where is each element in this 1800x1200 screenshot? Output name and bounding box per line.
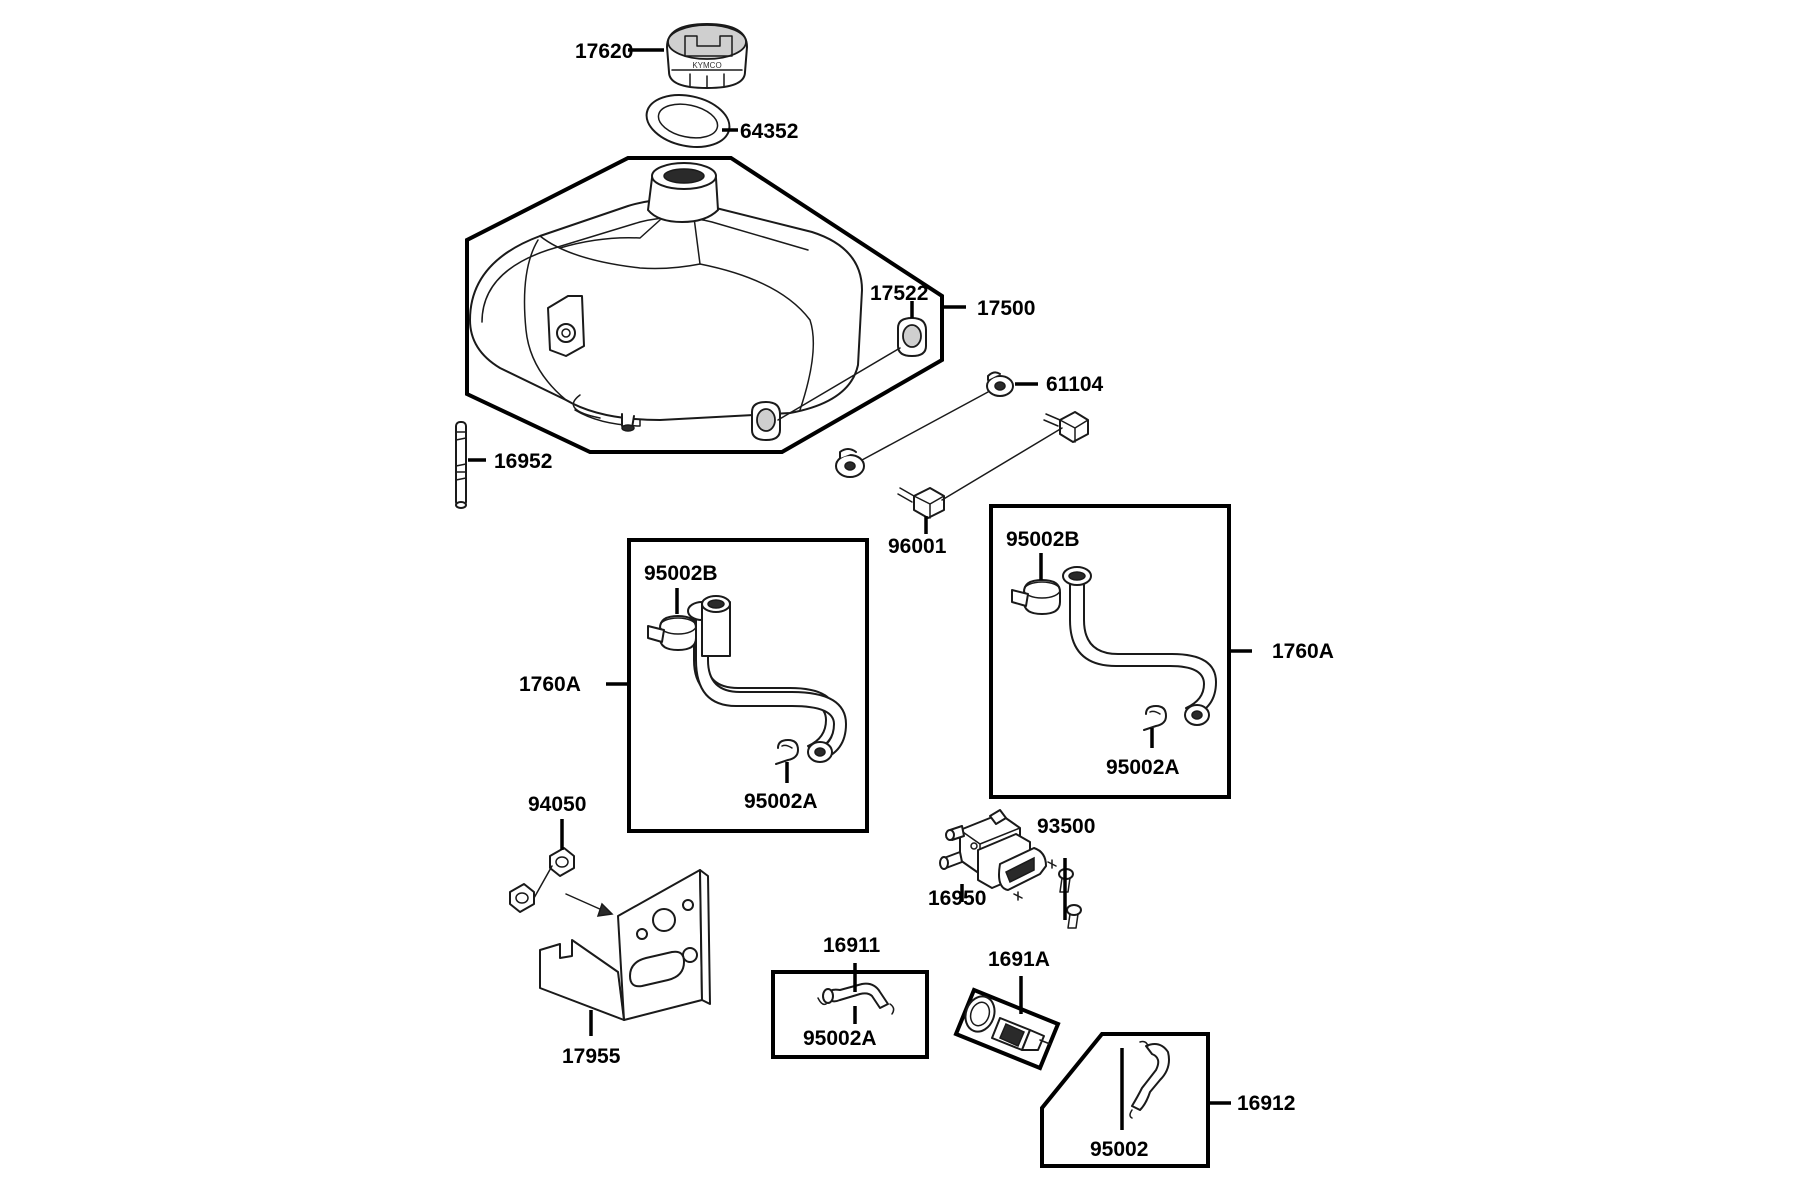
callout-1691a: 1691A (988, 948, 1050, 971)
cap-brand-marking: KYMCO (692, 61, 721, 70)
callout-16912: 16912 (1237, 1092, 1295, 1115)
callout-93500: 93500 (1037, 815, 1095, 838)
callout-95002: 95002 (1090, 1138, 1148, 1161)
hose-clip-a-right (1143, 705, 1167, 731)
hose-clamp-b-right (1011, 579, 1061, 615)
callout-17522: 17522 (870, 282, 928, 305)
callout-17955: 17955 (562, 1045, 621, 1068)
callout-94050: 94050 (528, 793, 586, 816)
rubber-grommet-upper (897, 317, 927, 357)
callout-16911: 16911 (823, 934, 881, 957)
callout-17620: 17620 (575, 40, 633, 63)
callout-96001: 96001 (888, 535, 947, 558)
fuel-tank (469, 162, 863, 432)
callout-17500: 17500 (977, 297, 1035, 320)
pump-small-screws (1013, 859, 1057, 901)
fuel-cap: KYMCO (666, 23, 748, 89)
fuel-tank-frame (465, 156, 944, 454)
cap-gasket (645, 94, 731, 148)
mounting-bracket (539, 869, 711, 1021)
callout-95002b-right: 95002B (1006, 528, 1080, 551)
callout-95002a-left: 95002A (744, 790, 818, 813)
flange-bolt-lower (897, 487, 945, 519)
hose-kit-frame-16911 (771, 970, 929, 1059)
fuel-hose-16911 (817, 982, 895, 1015)
fuel-hose-16912 (1129, 1040, 1170, 1119)
fuel-hose-right (1062, 566, 1217, 726)
assembly-arrow (565, 893, 614, 917)
fuel-pump (939, 809, 1047, 891)
flange-nut-lower (509, 883, 535, 913)
hose-kit-frame-16912 (1040, 1032, 1210, 1168)
callout-16952: 16952 (494, 450, 552, 473)
fuel-filter (964, 995, 1051, 1051)
fuel-hose-left (687, 595, 847, 763)
callout-95002a-bottom: 95002A (803, 1027, 877, 1050)
callout-95002b-left: 95002B (644, 562, 718, 585)
callout-64352: 64352 (740, 120, 798, 143)
callout-1760a-right: 1760A (1272, 640, 1334, 663)
rubber-grommet-lower (751, 401, 781, 441)
flange-bolt-upper (1043, 411, 1089, 443)
fuel-level-tube (455, 421, 467, 509)
callout-61104: 61104 (1046, 373, 1104, 396)
collar-lower (835, 448, 865, 478)
flange-nut-upper (549, 847, 575, 877)
callout-16950: 16950 (928, 887, 986, 910)
hose-clip-a-left (775, 739, 799, 765)
fuel-filter-frame (953, 987, 1061, 1071)
pump-bolt-lower (1066, 904, 1082, 929)
hose-clamp-b-left (647, 615, 697, 651)
callout-1760a-left: 1760A (519, 673, 581, 696)
collar-upper (986, 371, 1014, 397)
callout-95002a-right: 95002A (1106, 756, 1180, 779)
